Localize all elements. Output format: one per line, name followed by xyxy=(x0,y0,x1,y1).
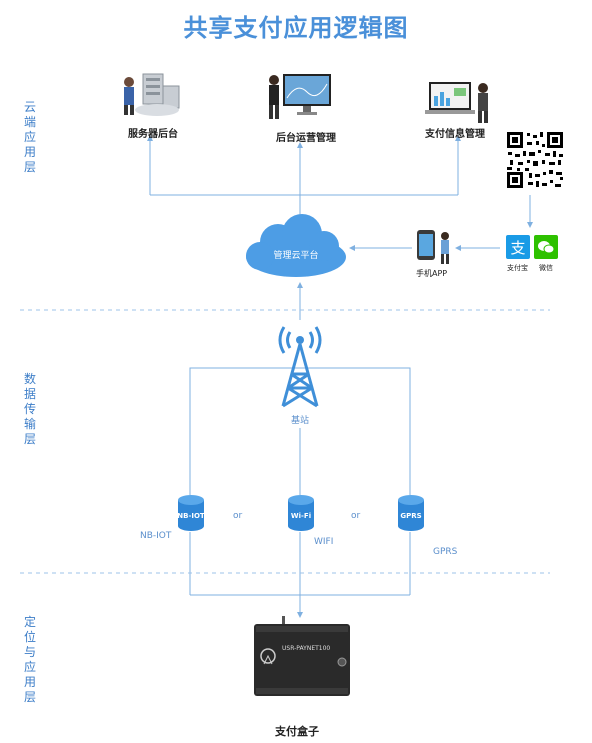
base-station-label: 基站 xyxy=(290,416,309,426)
gprs-module-label: GPRS xyxy=(400,512,421,520)
laptop-icon xyxy=(425,78,491,124)
mobile-app-icon xyxy=(413,228,453,266)
wifi-module-label: Wi-Fi xyxy=(291,512,311,520)
wechat-label: 微信 xyxy=(539,264,553,272)
payment-info-label: 支付信息管理 xyxy=(425,129,485,140)
gprs-module-icon: GPRS xyxy=(398,495,424,531)
alipay-icon: 支 xyxy=(506,235,530,259)
svg-text:支: 支 xyxy=(510,239,525,257)
qr-code-icon xyxy=(505,130,565,190)
module-frame-top xyxy=(189,367,411,495)
monitor-icon xyxy=(265,70,335,122)
wechat-icon xyxy=(534,235,558,259)
cloud-platform-icon xyxy=(240,212,352,284)
base-station-icon xyxy=(275,322,325,408)
server-icon xyxy=(117,72,183,118)
mobile-app-label: 手机APP xyxy=(416,269,448,278)
layer-label-cloud: 云端应用层 xyxy=(23,100,36,174)
nbiot-module-label: NB-IOT xyxy=(177,512,205,520)
wifi-module-icon: Wi-Fi xyxy=(288,495,314,531)
or-label-2: or xyxy=(351,511,361,521)
or-label-1: or xyxy=(233,511,243,521)
ops-label: 后台运营管理 xyxy=(276,133,336,144)
nbiot-label: NB-IOT xyxy=(140,531,172,541)
device-model-label: USR-PAYNET100 xyxy=(282,645,331,652)
payment-box-device xyxy=(252,616,352,698)
gprs-label: GPRS xyxy=(433,547,458,557)
cloud-platform-label: 管理云平台 xyxy=(273,251,319,261)
nbiot-module-icon: NB-IOT xyxy=(177,495,205,531)
server-label: 服务器后台 xyxy=(128,129,178,140)
alipay-label: 支付宝 xyxy=(507,264,528,272)
layer-label-transport: 数据传输层 xyxy=(23,372,36,446)
payment-box-label: 支付盒子 xyxy=(275,725,319,738)
wifi-label: WIFI xyxy=(314,537,334,547)
page-title: 共享支付应用逻辑图 xyxy=(183,14,409,42)
layer-label-positioning: 定位与应用层 xyxy=(23,615,36,704)
